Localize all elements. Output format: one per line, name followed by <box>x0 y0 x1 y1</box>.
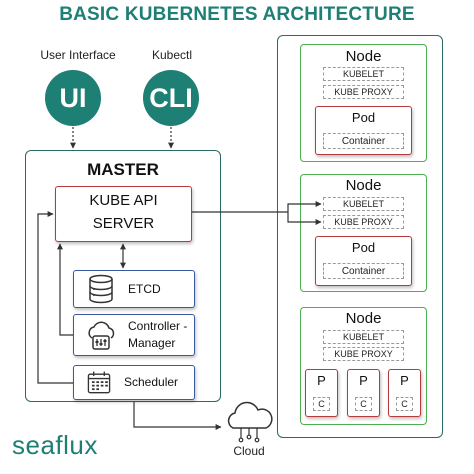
node-2-container: Container <box>323 263 404 279</box>
scheduler-box: Scheduler <box>73 365 195 400</box>
api-to-kubelet-arrow <box>287 201 322 212</box>
master-title: MASTER <box>87 160 159 179</box>
cli-circle: CLI <box>143 70 199 126</box>
controller-line2: Manager <box>128 336 176 350</box>
worker-nodes-container <box>277 35 443 438</box>
node-1-pod-title: Pod <box>351 110 376 125</box>
node-3 <box>300 307 427 425</box>
cli-label: Kubectl <box>151 48 193 62</box>
api-server-line2: SERVER <box>92 215 155 232</box>
node-1-title: Node <box>345 48 382 65</box>
node-2-kube-proxy: KUBE PROXY <box>323 215 404 229</box>
cloud-gear-icon <box>88 321 115 350</box>
kube-api-server: KUBE API SERVER <box>55 186 192 242</box>
ui-circle: UI <box>45 70 101 126</box>
node-3-pod-3-container: C <box>396 397 413 411</box>
etcd-label: ETCD <box>128 281 161 296</box>
scheduler-to-api-arrow <box>37 211 73 384</box>
node-2-pod-title: Pod <box>351 240 376 255</box>
node-3-pod-1-container: C <box>313 397 330 411</box>
controller-manager-box: Controller - Manager <box>73 314 195 356</box>
node-1-kube-proxy: KUBE PROXY <box>323 85 404 99</box>
cloud-label: Cloud <box>233 444 265 458</box>
diagram-title: BASIC KUBERNETES ARCHITECTURE <box>59 4 415 25</box>
node-3-title: Node <box>345 310 382 327</box>
node-3-pod-2-title: P <box>359 373 368 388</box>
node-3-kubelet: KUBELET <box>323 330 404 344</box>
node-2-kubelet: KUBELET <box>323 197 404 211</box>
api-to-kube-proxy-arrow <box>287 212 322 225</box>
master-to-cloud-arrow <box>133 402 222 430</box>
node-2 <box>300 174 427 292</box>
node-2-title: Node <box>345 177 382 194</box>
api-server-line1: KUBE API <box>89 192 158 209</box>
calendar-icon <box>87 371 111 393</box>
controller-manager-label: Controller - Manager <box>128 318 187 352</box>
node-1 <box>300 44 427 162</box>
node-3-kube-proxy: KUBE PROXY <box>323 347 404 361</box>
node-3-pod-2-container: C <box>355 397 372 411</box>
node-3-pod-1-title: P <box>317 373 326 388</box>
scheduler-label: Scheduler <box>124 375 179 389</box>
node-1-container: Container <box>323 133 404 149</box>
etcd-box: ETCD <box>73 270 195 308</box>
controller-line1: Controller - <box>128 319 188 333</box>
ui-label: User Interface <box>40 48 116 62</box>
node-3-pod-3-title: P <box>400 373 409 388</box>
controller-to-api-arrow <box>57 243 73 336</box>
brand-logo: seaflux <box>12 430 98 460</box>
master-box <box>25 150 221 402</box>
cloud-icon <box>227 401 273 443</box>
node-1-kubelet: KUBELET <box>323 67 404 81</box>
database-icon <box>89 274 113 304</box>
